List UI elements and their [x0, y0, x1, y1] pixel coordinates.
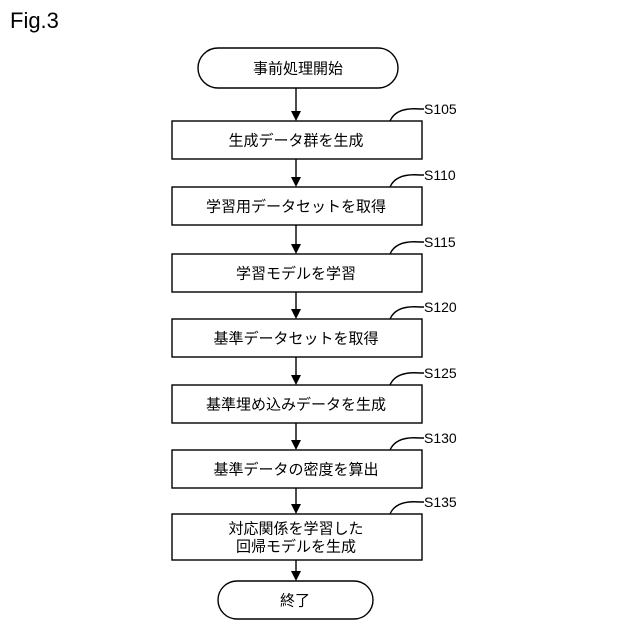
step-id-s105: S105 — [424, 101, 457, 117]
flow-arrow-6-head — [291, 440, 301, 450]
process-label-s135-line-1: 対応関係を学習した — [228, 520, 363, 538]
step-leader-s120 — [390, 307, 424, 319]
step-leader-s105 — [390, 109, 424, 121]
start-label: 事前処理開始 — [253, 60, 343, 78]
flow-arrow-7-head — [291, 504, 301, 514]
flow-arrow-3-head — [291, 244, 301, 254]
step-leader-s125 — [390, 373, 424, 385]
step-leader-s110 — [390, 175, 424, 187]
step-id-s130: S130 — [424, 430, 457, 446]
process-label-s105: 生成データ群を生成 — [228, 132, 363, 150]
process-label-s135-line-2: 回帰モデルを生成 — [236, 538, 356, 556]
flow-arrow-2-head — [291, 177, 301, 187]
flow-arrow-end-head — [291, 571, 301, 581]
step-id-s120: S120 — [424, 299, 457, 315]
flow-arrow-1-head — [291, 111, 301, 121]
step-leader-s115 — [390, 242, 424, 254]
step-id-s110: S110 — [424, 167, 456, 183]
flow-arrow-4-head — [291, 309, 301, 319]
process-label-s110: 学習用データセットを取得 — [206, 198, 386, 216]
process-label-s115: 学習モデルを学習 — [236, 265, 356, 283]
process-label-s125: 基準埋め込みデータを生成 — [206, 396, 386, 414]
step-id-s125: S125 — [424, 365, 457, 381]
step-id-s135: S135 — [424, 494, 457, 510]
step-id-s115: S115 — [424, 234, 456, 250]
flow-arrow-5-head — [291, 375, 301, 385]
step-leader-s135 — [390, 502, 424, 514]
end-label: 終了 — [280, 592, 310, 610]
process-label-s120: 基準データセットを取得 — [213, 330, 378, 348]
process-label-s130: 基準データの密度を算出 — [213, 461, 378, 479]
step-leader-s130 — [390, 438, 424, 450]
